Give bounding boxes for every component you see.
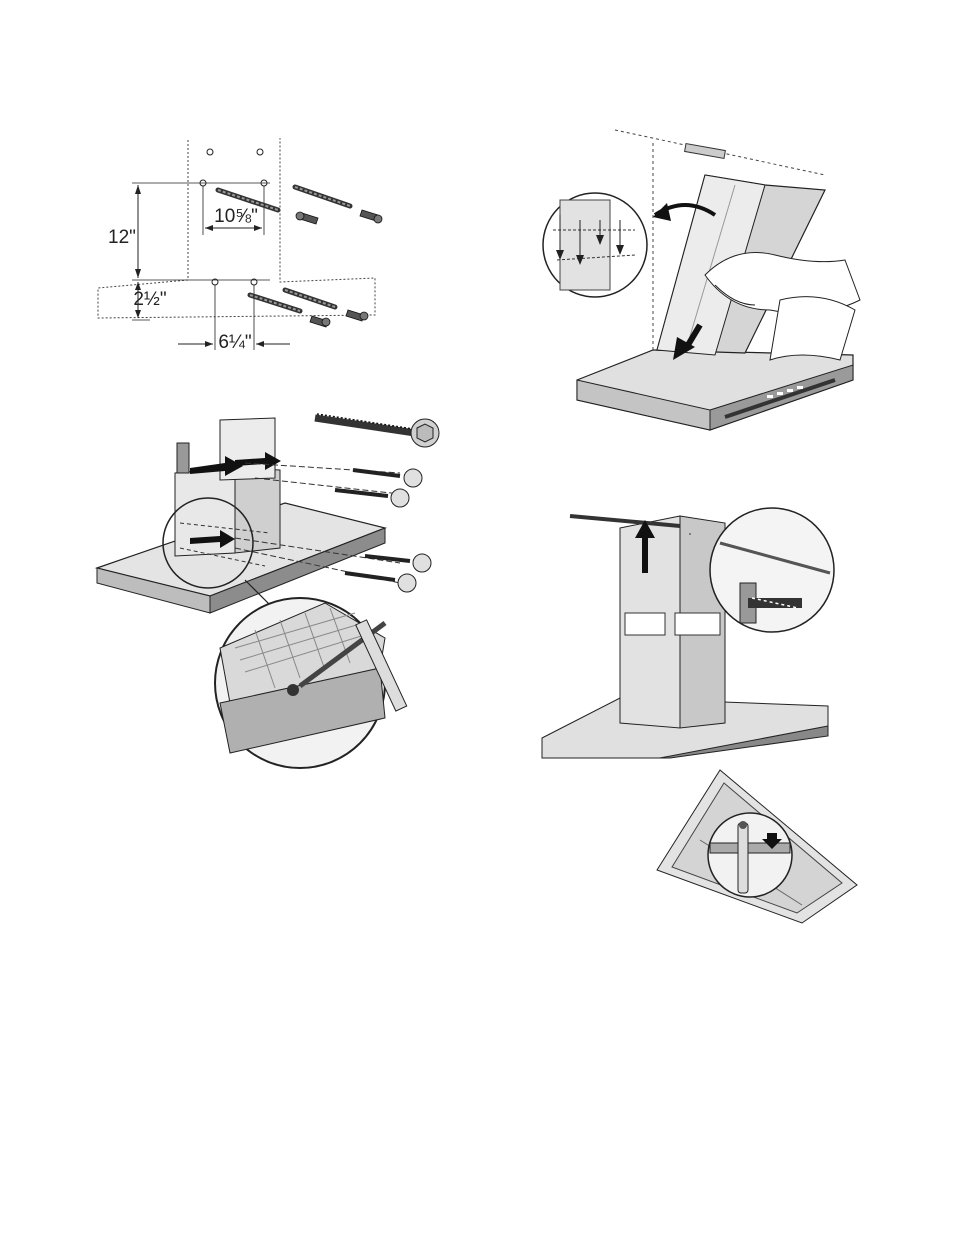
wall-drilling-diagram: 12" 2½" 10⅝" 6¼" [90,130,390,360]
screw-2 [335,489,409,507]
screw-1 [353,469,422,487]
wall-anchor-upper-right [360,210,382,223]
label-10-625in: 10⅝" [214,206,258,227]
drill-bit-lower-right [285,290,335,307]
hole-top-right [257,149,263,155]
hood-body [577,350,853,430]
screw-detail-magnifier [710,508,834,632]
wall-anchor-lower-right [346,310,368,321]
chimney-lift-diagram [540,508,840,758]
label-6-25in: 6¼" [218,332,251,353]
drill-bit-upper-right [295,187,350,206]
figure-chimney-lift [540,508,840,758]
wall-bracket [685,144,726,159]
wall-anchor-lower-left [310,316,330,327]
drill-bit-lower-left [250,295,300,311]
screw-detail [748,598,802,608]
figure-filter-latch [652,765,862,925]
hole-top-left [207,149,213,155]
label-2-5in: 2½" [133,289,166,310]
latch-detail-magnifier [708,813,792,897]
chimney-install-diagram [535,125,855,440]
label-sticker-left [625,613,665,635]
detail-magnifier [543,193,647,297]
chimney-assembly [620,516,725,728]
figure-chimney-install [535,125,855,440]
wall-anchor-upper-left [296,212,318,224]
large-screw [315,414,439,447]
filter-detail-magnifier [215,598,407,768]
chimney-screws-diagram [95,408,445,778]
latch-handle [738,821,748,893]
screw-4 [345,573,416,592]
label-sticker-right [675,613,720,635]
figure-chimney-screws [95,408,445,778]
mount-bracket [177,443,189,473]
filter-latch-diagram [652,765,862,925]
figure-wall-drilling: 12" 2½" 10⅝" 6¼" [90,130,390,360]
label-12in: 12" [108,227,136,248]
